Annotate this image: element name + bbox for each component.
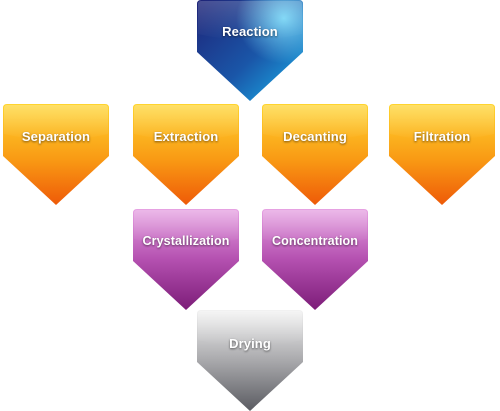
step-label: Filtration xyxy=(413,129,471,144)
step-decanting: Decanting xyxy=(262,104,368,205)
step-label: Reaction xyxy=(222,24,278,39)
chevron-shape xyxy=(262,209,368,310)
step-label: Separation xyxy=(21,129,91,144)
step-separation: Separation xyxy=(3,104,109,205)
step-label: Extraction xyxy=(153,129,219,144)
step-crystallization: Crystallization xyxy=(133,209,239,310)
step-label: Concentration xyxy=(271,234,359,248)
chevron-shape xyxy=(197,0,303,101)
step-extraction: Extraction xyxy=(133,104,239,205)
chevron-shape xyxy=(197,310,303,411)
chevron-shape xyxy=(3,104,109,205)
step-concentration: Concentration xyxy=(262,209,368,310)
step-drying: Drying xyxy=(197,310,303,411)
chevron-shape xyxy=(389,104,495,205)
step-label: Drying xyxy=(229,336,271,351)
chevron-shape xyxy=(133,209,239,310)
step-reaction: Reaction xyxy=(197,0,303,101)
chevron-shape xyxy=(133,104,239,205)
step-label: Crystallization xyxy=(142,234,230,248)
chevron-shape xyxy=(262,104,368,205)
step-label: Decanting xyxy=(283,129,347,144)
step-filtration: Filtration xyxy=(389,104,495,205)
